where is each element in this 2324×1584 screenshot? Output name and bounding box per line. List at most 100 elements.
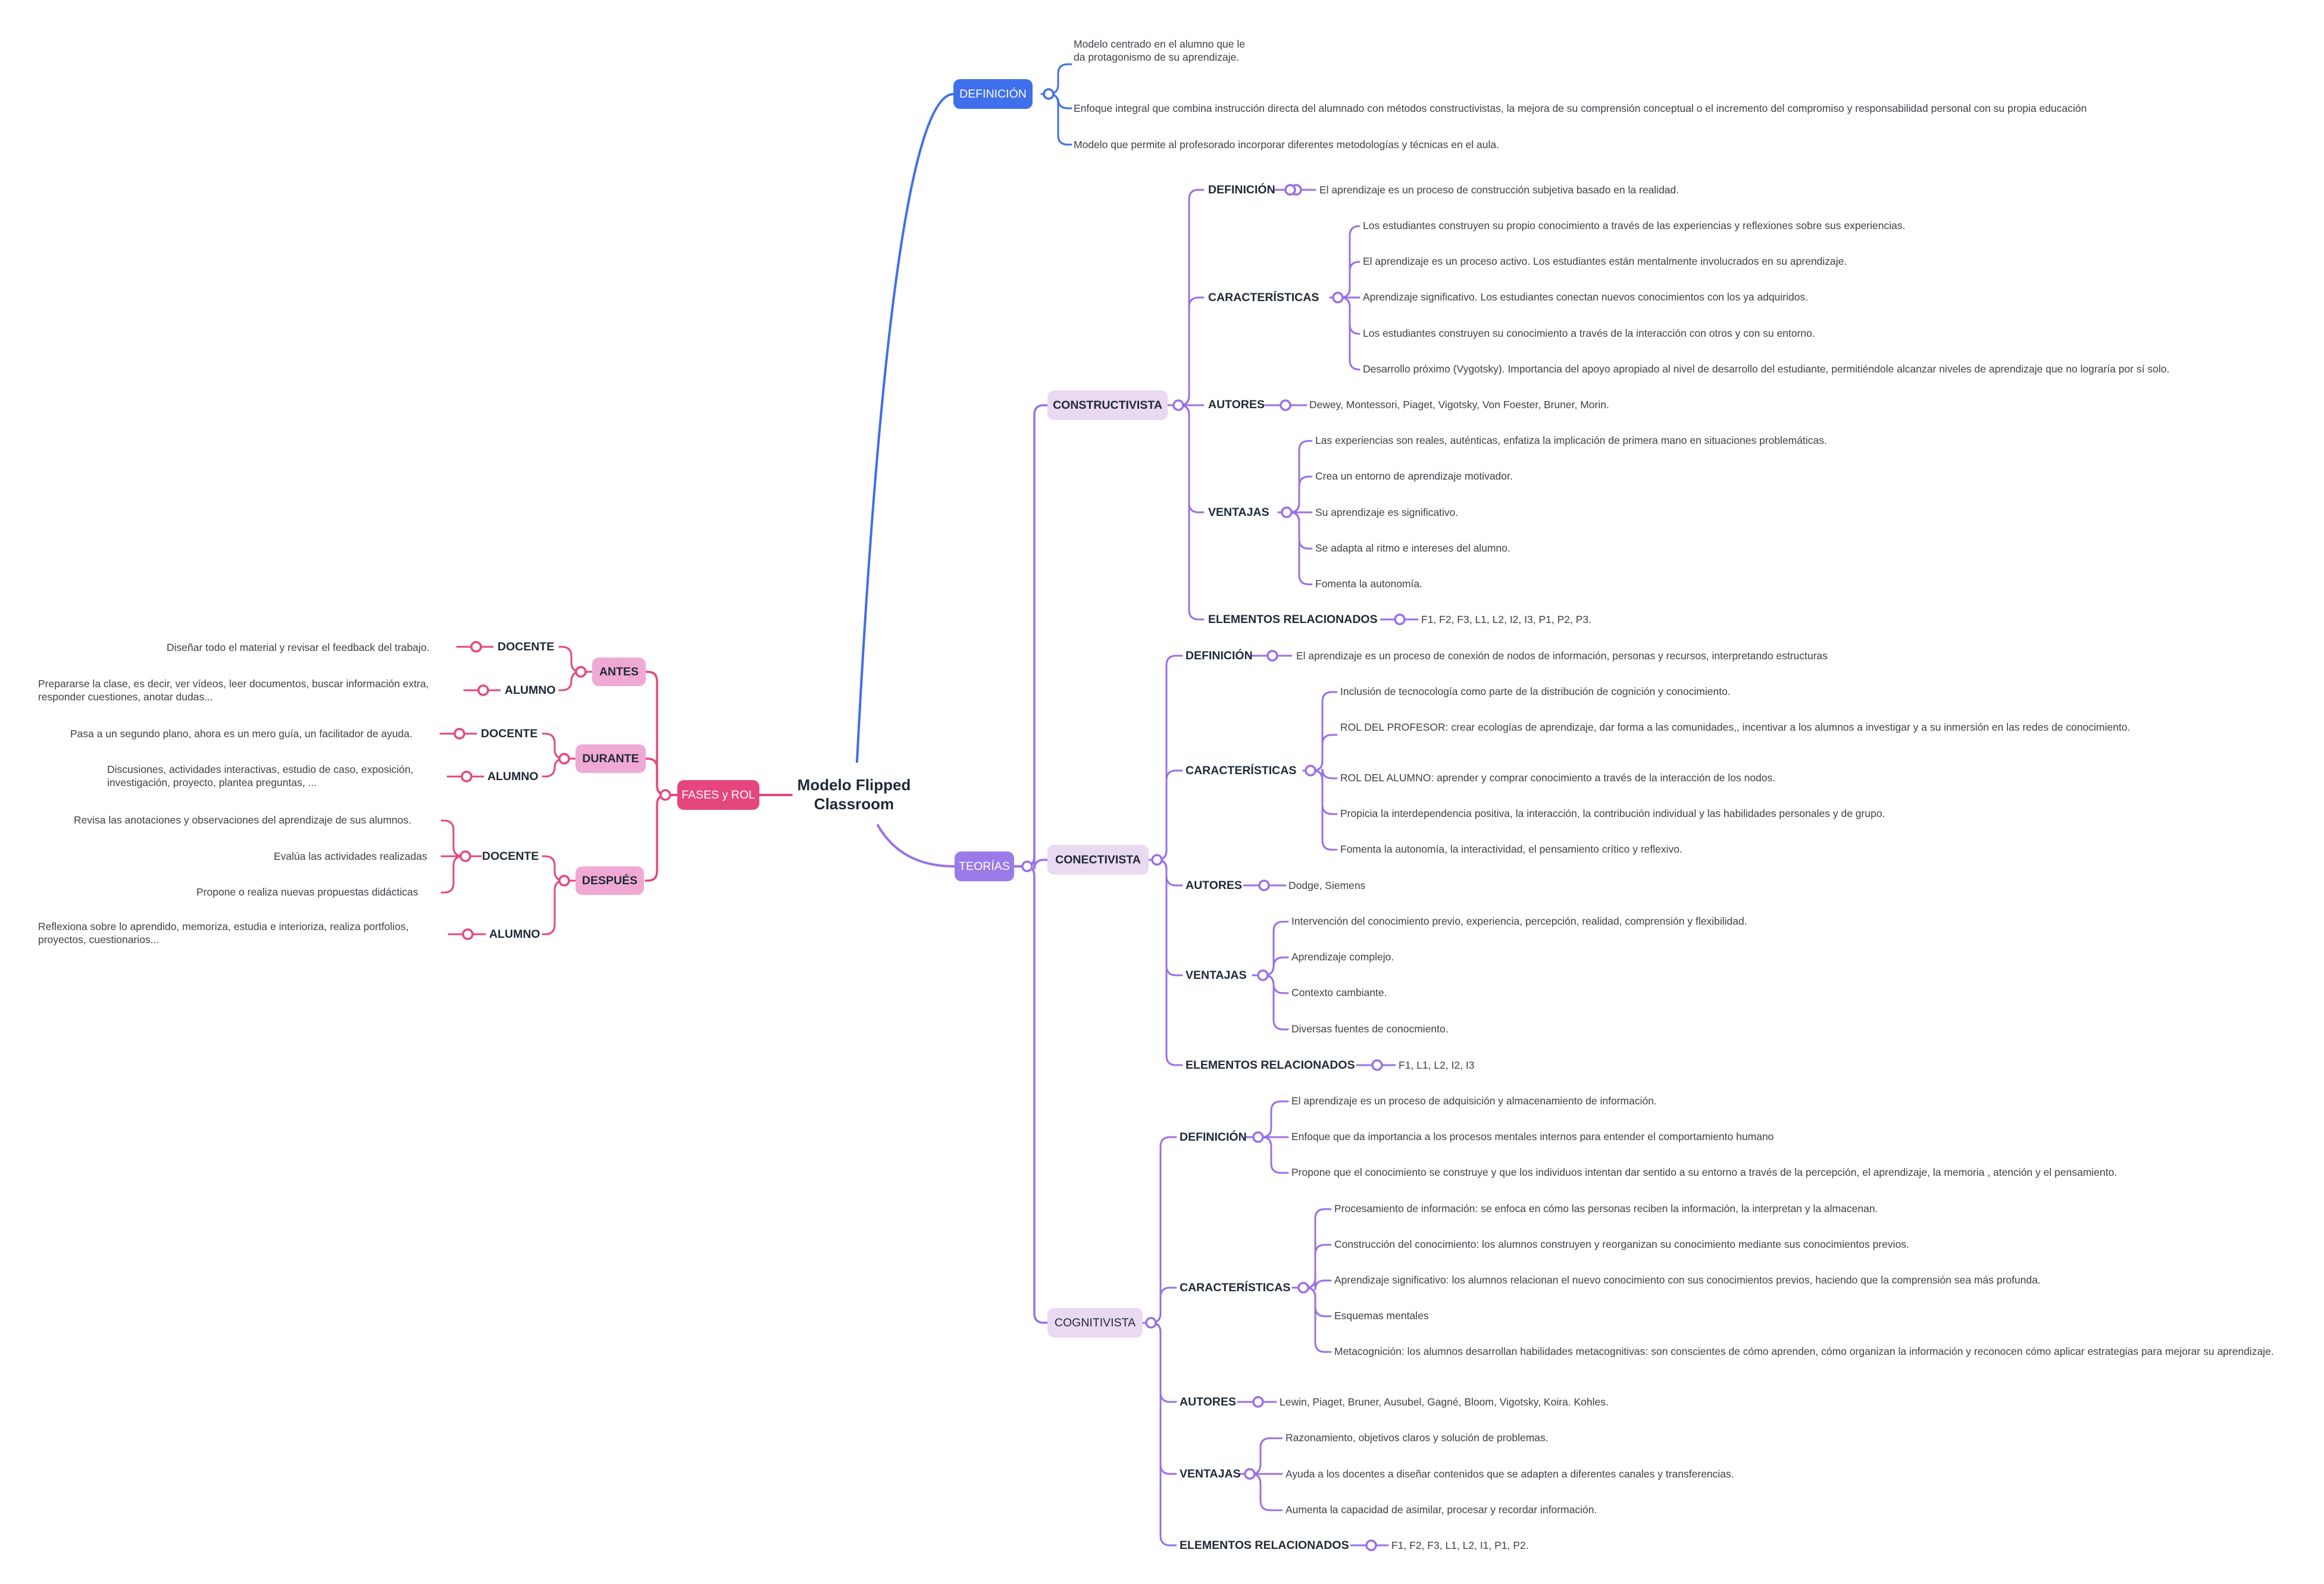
connector-line xyxy=(1238,1437,1283,1475)
collapse-toggle-icon[interactable] xyxy=(1365,1539,1377,1551)
collapse-toggle-icon[interactable] xyxy=(461,771,473,782)
constructivista-elementos-item: F1, F2, F3, L1, L2, I2, I3, P1, P2, P3. xyxy=(1421,613,1591,625)
collapse-toggle-icon[interactable] xyxy=(453,728,465,740)
constructivista-topic[interactable]: CONSTRUCTIVISTA xyxy=(1047,390,1168,420)
cognitivista-caracteristica-item: Aprendizaje significativo: los alumnos r… xyxy=(1334,1274,2041,1286)
conectivista-ventajas-label[interactable]: VENTAJAS xyxy=(1186,969,1247,982)
definicion-item: Enfoque integral que combina instrucción… xyxy=(1074,102,2087,114)
connector-line xyxy=(1277,511,1313,550)
constructivista-autores-label[interactable]: AUTORES xyxy=(1208,398,1265,411)
collapse-toggle-icon[interactable] xyxy=(1244,1468,1256,1480)
despues-topic[interactable]: DESPUÉS xyxy=(575,866,644,895)
despues-docente-item: Revisa las anotaciones y observaciones d… xyxy=(74,814,412,826)
fases-branch[interactable]: FASES y ROL xyxy=(677,780,759,810)
connector-line xyxy=(1147,769,1183,861)
cognitivista-topic[interactable]: COGNITIVISTA xyxy=(1047,1308,1143,1338)
conectivista-caracteristica-item: Propicia la interdependencia positiva, l… xyxy=(1340,807,1885,819)
definicion-branch[interactable]: DEFINICIÓN xyxy=(953,79,1033,109)
durante-topic[interactable]: DURANTE xyxy=(575,744,646,773)
collapse-toggle-icon[interactable] xyxy=(1043,88,1055,100)
constructivista-ventaja-item: Las experiencias son reales, auténticas,… xyxy=(1315,434,1827,446)
cognitivista-autores-label[interactable]: AUTORES xyxy=(1180,1395,1236,1408)
conectivista-topic[interactable]: CONECTIVISTA xyxy=(1047,845,1149,875)
conectivista-autores-label[interactable]: AUTORES xyxy=(1186,879,1242,892)
despues-alumno-label[interactable]: ALUMNO xyxy=(489,928,540,941)
collapse-toggle-icon[interactable] xyxy=(558,875,570,887)
collapse-toggle-icon[interactable] xyxy=(1297,1282,1309,1294)
collapse-toggle-icon[interactable] xyxy=(459,850,471,862)
connector-line xyxy=(1147,859,1183,1066)
collapse-toggle-icon[interactable] xyxy=(1281,506,1293,518)
constructivista-caracteristicas-label[interactable]: CARACTERÍSTICAS xyxy=(1208,291,1319,304)
definicion-item: Modelo centrado en el alumno que le da p… xyxy=(1074,38,1245,63)
collapse-toggle-icon[interactable] xyxy=(1284,184,1296,196)
collapse-toggle-icon[interactable] xyxy=(1332,292,1344,303)
collapse-toggle-icon[interactable] xyxy=(575,666,587,678)
connector-line xyxy=(645,671,678,796)
despues-docente-item: Propone o realiza nuevas propuestas didá… xyxy=(196,886,418,898)
conectivista-definicion-label[interactable]: DEFINICIÓN xyxy=(1186,649,1253,662)
cognitivista-caracteristicas-label[interactable]: CARACTERÍSTICAS xyxy=(1180,1281,1291,1294)
cognitivista-caracteristica-item: Procesamiento de información: se enfoca … xyxy=(1334,1203,1878,1214)
collapse-toggle-icon[interactable] xyxy=(1172,399,1184,411)
antes-topic[interactable]: ANTES xyxy=(592,658,646,686)
collapse-toggle-icon[interactable] xyxy=(477,684,489,696)
collapse-toggle-icon[interactable] xyxy=(1151,854,1163,866)
cognitivista-elementos-item: F1, F2, F3, L1, L2, I1, P1, P2. xyxy=(1391,1539,1529,1551)
conectivista-ventaja-item: Intervención del conocimiento previo, ex… xyxy=(1291,915,1747,927)
conectivista-caracteristica-item: Inclusión de tecnocología como parte de … xyxy=(1340,685,1731,697)
cognitivista-definicion-item: Propone que el conocimiento se construye… xyxy=(1291,1166,2117,1178)
connector-line xyxy=(1291,1286,1332,1317)
connector-line xyxy=(1166,296,1205,406)
durante-alumno-label[interactable]: ALUMNO xyxy=(487,770,539,783)
conectivista-elementos-label[interactable]: ELEMENTOS RELACIONADOS xyxy=(1186,1059,1355,1072)
collapse-toggle-icon[interactable] xyxy=(1266,650,1278,662)
constructivista-ventaja-item: Fomenta la autonomía. xyxy=(1315,578,1422,590)
connector-line xyxy=(1291,1278,1332,1291)
collapse-toggle-icon[interactable] xyxy=(1371,1059,1383,1071)
connector-line xyxy=(1040,93,1072,146)
connector-line xyxy=(542,879,577,935)
collapse-toggle-icon[interactable] xyxy=(1394,613,1406,625)
collapse-toggle-icon[interactable] xyxy=(1252,1131,1264,1143)
collapse-toggle-icon[interactable] xyxy=(1145,1317,1157,1329)
cognitivista-definicion-item: Enfoque que da importancia a los proceso… xyxy=(1291,1131,1774,1142)
collapse-toggle-icon[interactable] xyxy=(558,753,570,765)
root-topic[interactable]: Modelo Flipped Classroom xyxy=(768,775,940,813)
connector-line xyxy=(1329,296,1360,371)
despues-docente-label[interactable]: DOCENTE xyxy=(482,850,539,863)
connector-line xyxy=(1291,1208,1332,1289)
collapse-toggle-icon[interactable] xyxy=(659,789,671,801)
conectivista-caracteristica-item: Fomenta la autonomía, la interactividad,… xyxy=(1340,843,1682,855)
constructivista-definicion-label[interactable]: DEFINICIÓN xyxy=(1208,183,1275,196)
collapse-toggle-icon[interactable] xyxy=(462,928,474,940)
conectivista-caracteristicas-label[interactable]: CARACTERÍSTICAS xyxy=(1186,764,1297,777)
collapse-toggle-icon[interactable] xyxy=(1257,969,1269,981)
connector-line xyxy=(1147,859,1183,976)
collapse-toggle-icon[interactable] xyxy=(1252,1396,1264,1408)
connector-line xyxy=(856,93,955,763)
constructivista-elementos-label[interactable]: ELEMENTOS RELACIONADOS xyxy=(1208,613,1378,626)
durante-docente-item: Pasa a un segundo plano, ahora es un mer… xyxy=(70,728,412,740)
antes-alumno-label[interactable]: ALUMNO xyxy=(505,684,556,697)
cognitivista-definicion-label[interactable]: DEFINICIÓN xyxy=(1180,1131,1247,1144)
connector-line xyxy=(1291,1286,1332,1353)
antes-docente-label[interactable]: DOCENTE xyxy=(498,640,555,653)
cognitivista-ventaja-item: Aumenta la capacidad de asimilar, proces… xyxy=(1285,1504,1597,1516)
conectivista-caracteristica-item: ROL DEL ALUMNO: aprender y comprar conoc… xyxy=(1340,772,1776,784)
cognitivista-ventajas-label[interactable]: VENTAJAS xyxy=(1180,1467,1241,1480)
collapse-toggle-icon[interactable] xyxy=(1021,860,1033,872)
cognitivista-caracteristica-item: Esquemas mentales xyxy=(1334,1310,1429,1322)
collapse-toggle-icon[interactable] xyxy=(470,641,482,653)
collapse-toggle-icon[interactable] xyxy=(1280,399,1291,411)
cognitivista-ventaja-item: Razonamiento, objetivos claros y solució… xyxy=(1285,1432,1549,1444)
connector-line xyxy=(1013,404,1049,868)
teorias-branch[interactable]: TEORÍAS xyxy=(955,852,1014,881)
collapse-toggle-icon[interactable] xyxy=(1305,765,1316,777)
cognitivista-elementos-label[interactable]: ELEMENTOS RELACIONADOS xyxy=(1180,1539,1349,1552)
connector-line xyxy=(558,646,593,673)
durante-docente-label[interactable]: DOCENTE xyxy=(481,727,538,740)
constructivista-ventajas-label[interactable]: VENTAJAS xyxy=(1208,506,1269,519)
collapse-toggle-icon[interactable] xyxy=(1258,879,1270,891)
